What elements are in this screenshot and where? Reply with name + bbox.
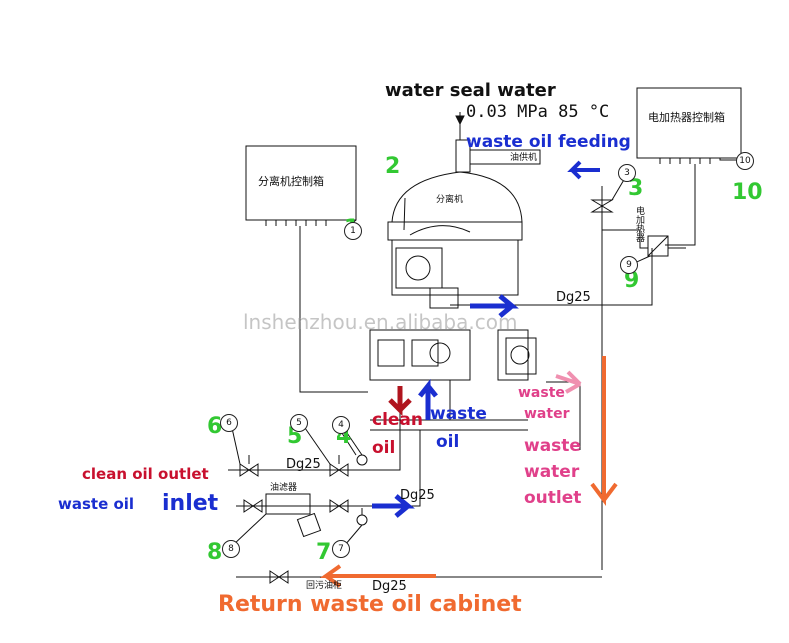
waste-water-outlet-a: waste [524, 436, 581, 456]
circle-7: 7 [332, 540, 350, 558]
flow-arrows [319, 160, 618, 588]
dg25-waste-label: Dg25 [400, 488, 435, 503]
waste-water-outlet-b: water [524, 462, 580, 482]
circle-1: 1 [344, 222, 362, 240]
circle-8: 8 [222, 540, 240, 558]
waste-oil-feeding-label: waste oil feeding [466, 132, 631, 152]
callout-8: 8 [207, 540, 223, 565]
dg25-right-label: Dg25 [556, 290, 591, 305]
circle-6: 6 [220, 414, 238, 432]
water-seal-water-label: water seal water [385, 80, 556, 101]
circle-5: 5 [290, 414, 308, 432]
dg25-clean-label: Dg25 [286, 457, 321, 472]
callout-2: 2 [385, 154, 401, 179]
waste-water-arrow [555, 370, 582, 394]
separator-label: 分离机 [436, 195, 464, 205]
waste-oil-label-b: oil [436, 432, 460, 452]
clean-oil-outlet-label: clean oil outlet [82, 465, 209, 483]
clean-oil-label-a: clean [372, 410, 424, 430]
heater-control-box-label: 电加热器控制箱 [648, 111, 725, 124]
separator-control-box-label: 分离机控制箱 [258, 175, 324, 188]
waste-water-outlet-c: outlet [524, 488, 582, 508]
waste-water-small-a: waste [518, 385, 565, 401]
waste-water-small-b: water [524, 406, 570, 422]
separator-control-box-shape [245, 145, 357, 221]
waste-oil-feed-arrow [567, 160, 600, 180]
waste-oil-up-arrow [418, 378, 438, 420]
filter-label: 油滤器 [270, 483, 298, 493]
waste-oil-inlet-label-b: inlet [162, 491, 219, 516]
electric-heater-label: 电加热器 [634, 206, 644, 242]
callout-10: 10 [732, 180, 763, 205]
dg25-return-label: Dg25 [372, 579, 407, 594]
heater-control-box-shape [636, 87, 742, 159]
return-waste-oil-cabinet-label: Return waste oil cabinet [218, 592, 522, 617]
oil-pump-label: 油供机 [510, 153, 538, 163]
watermark: lnshenzhou.en.alibaba.com [243, 310, 518, 334]
callout-9: 9 [624, 268, 640, 293]
circle-9: 9 [620, 256, 638, 274]
clean-oil-label-b: oil [372, 438, 396, 458]
inlet-arrow [372, 494, 415, 518]
circle-10: 10 [736, 152, 754, 170]
pressure-temp-label: 0.03 MPa 85 °C [466, 102, 610, 122]
clean-oil-down-arrow [388, 386, 412, 417]
waste-oil-label-a: waste [430, 404, 487, 424]
circle-4: 4 [332, 416, 350, 434]
circle-3: 3 [618, 164, 636, 182]
callout-6: 6 [207, 414, 223, 439]
callout-3: 3 [628, 176, 644, 201]
waste-oil-inlet-label-a: waste oil [58, 495, 135, 513]
return-arrow [319, 564, 436, 588]
return-tank-label: 回污油柜 [306, 581, 343, 591]
waste-water-down-arrow [590, 356, 618, 506]
outlet-arrow [470, 294, 519, 318]
callout-7: 7 [316, 540, 332, 565]
